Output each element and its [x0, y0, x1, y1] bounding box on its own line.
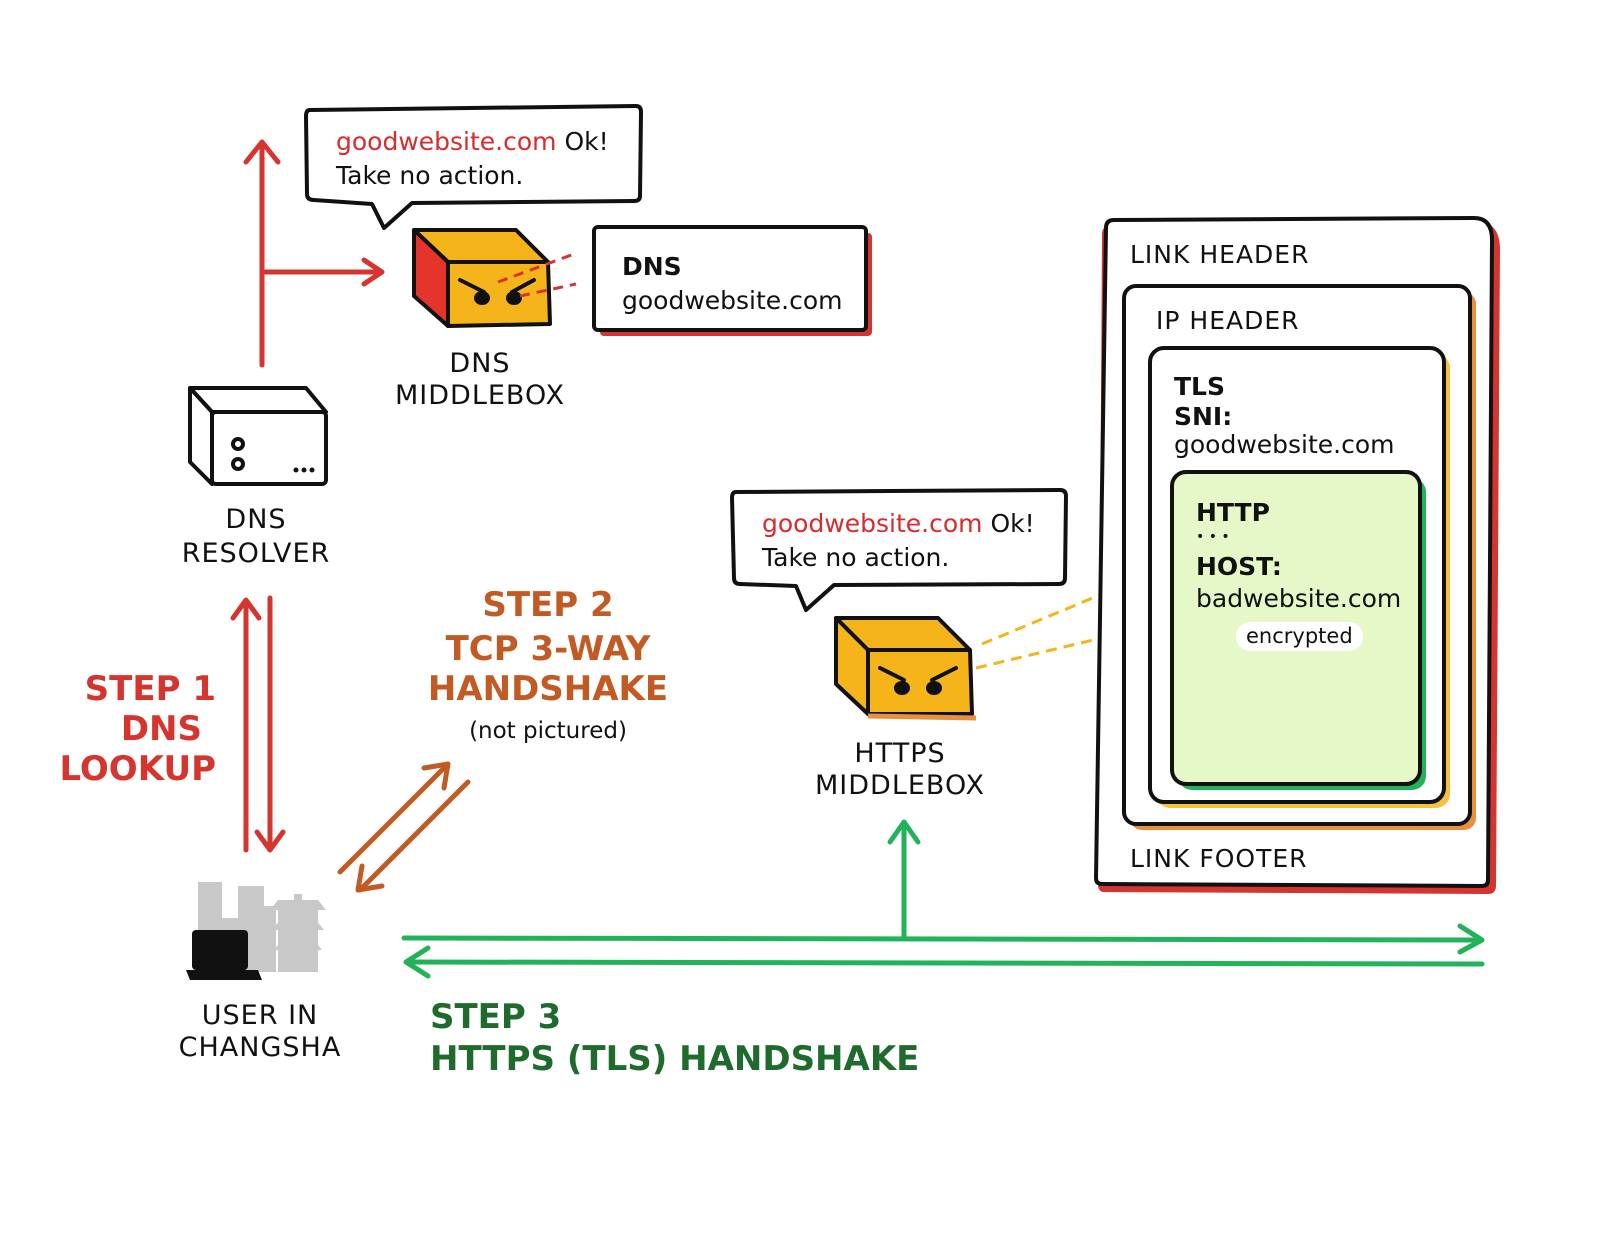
server-icon: [188, 386, 328, 486]
https-middlebox-icon: [834, 568, 1161, 721]
ip-header-label: IP HEADER: [1156, 306, 1300, 335]
link-footer-label: LINK FOOTER: [1130, 844, 1308, 873]
step1-line2: DNS: [120, 709, 202, 749]
https-bubble-action: Take no action.: [762, 543, 950, 572]
step1-line3: LOOKUP: [59, 749, 216, 789]
https-bubble-domain: goodwebsite.com: [762, 509, 983, 538]
dns-middlebox-label-1: DNS: [449, 348, 511, 379]
middlebox-face-icon: [878, 666, 958, 695]
http-label: HTTP: [1196, 498, 1270, 527]
dns-bubble-domain: goodwebsite.com: [336, 127, 557, 156]
laptop-icon: [186, 930, 262, 980]
tcp-flow-arrows: [337, 761, 471, 893]
middlebox-face-icon: [458, 278, 536, 305]
user-label-2: CHANGSHA: [178, 1032, 342, 1063]
sni-domain: goodwebsite.com: [1174, 430, 1395, 459]
dns-middlebox-icon: [412, 228, 577, 328]
packet-diagram: [1093, 215, 1500, 894]
dns-bubble-action: Take no action.: [336, 161, 524, 190]
step2-note: (not pictured): [469, 718, 627, 744]
https-middlebox-speech-bubble: [730, 488, 1068, 612]
dns-bubble-line-1: goodwebsite.com Ok!: [336, 124, 609, 160]
dns-middlebox-label-2: MIDDLEBOX: [394, 380, 565, 411]
host-domain: badwebsite.com: [1196, 584, 1402, 613]
dns-flow-arrows: [230, 139, 385, 853]
dns-resolver-label-2: RESOLVER: [181, 538, 331, 569]
https-middlebox-label-1: HTTPS: [854, 738, 946, 769]
step1-title: STEP 1: [84, 669, 216, 709]
dns-packet-box: [592, 225, 872, 336]
tls-flow-arrows: [401, 819, 1485, 979]
dns-packet-domain: goodwebsite.com: [622, 286, 843, 315]
link-header-label: LINK HEADER: [1130, 240, 1310, 269]
dns-resolver-label-1: DNS: [225, 504, 287, 535]
step3-line2: HTTPS (TLS) HANDSHAKE: [430, 1039, 920, 1079]
dns-packet-label: DNS: [622, 252, 682, 281]
sni-label: SNI:: [1174, 402, 1233, 431]
step2-line2: TCP 3-WAY: [445, 629, 651, 669]
user-label-1: USER IN: [201, 1000, 319, 1031]
step2-title: STEP 2: [482, 585, 614, 625]
https-middlebox-label-2: MIDDLEBOX: [814, 770, 985, 801]
encrypted-badge: encrypted: [1236, 622, 1363, 651]
tls-label: TLS: [1174, 372, 1225, 401]
dns-bubble-ok: Ok!: [564, 127, 609, 156]
https-bubble-ok: Ok!: [990, 509, 1035, 538]
https-bubble-line-1: goodwebsite.com Ok!: [762, 506, 1035, 542]
step2-line3: HANDSHAKE: [427, 669, 669, 709]
http-ellipsis: • • •: [1196, 529, 1230, 545]
dns-middlebox-speech-bubble: [304, 104, 643, 230]
host-label: HOST:: [1196, 552, 1282, 581]
step3-title: STEP 3: [430, 997, 562, 1037]
